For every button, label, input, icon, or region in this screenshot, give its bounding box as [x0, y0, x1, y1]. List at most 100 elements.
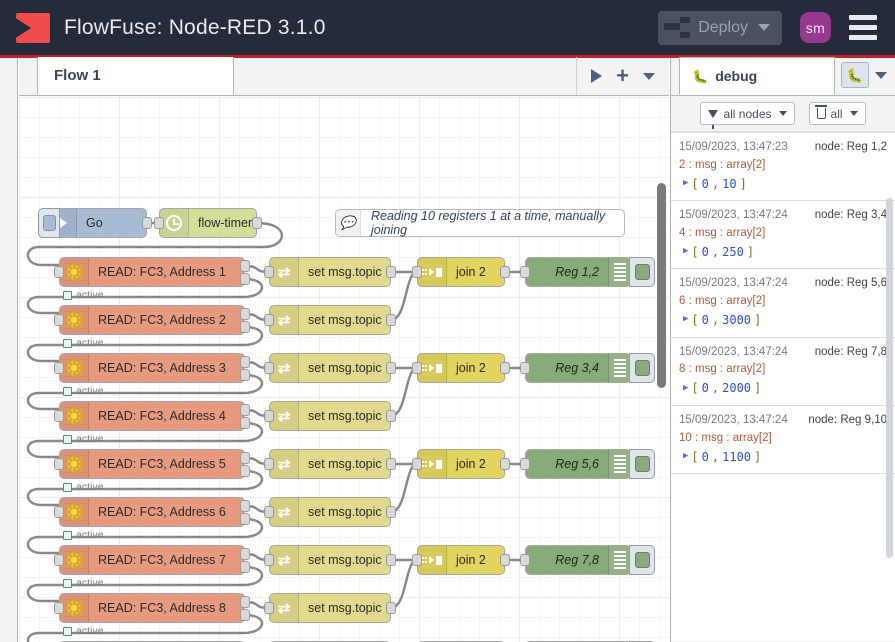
- node-debug-3[interactable]: Reg 5,6: [520, 449, 655, 479]
- input-port[interactable]: [520, 266, 530, 278]
- tab-debug[interactable]: 🐛 debug: [679, 57, 835, 95]
- output-port[interactable]: [240, 273, 250, 285]
- sidebar-scrollbar[interactable]: [886, 198, 893, 558]
- input-port[interactable]: [520, 458, 530, 470]
- output-port[interactable]: [386, 554, 396, 566]
- input-port[interactable]: [264, 602, 274, 614]
- output-port[interactable]: [240, 596, 250, 608]
- debug-toggle-button[interactable]: 🐛: [841, 62, 869, 88]
- output-port[interactable]: [240, 500, 250, 512]
- input-port[interactable]: [54, 602, 64, 614]
- node-change-6[interactable]: ⇄ set msg.topic: [264, 497, 396, 527]
- output-port[interactable]: [240, 452, 250, 464]
- debug-message-value[interactable]: ▶ [ 0, 250 ]: [683, 244, 755, 259]
- node-read-1[interactable]: READ: FC3, Address 1: [54, 257, 250, 287]
- chevron-down-icon[interactable]: [758, 24, 770, 31]
- input-port[interactable]: [264, 314, 274, 326]
- input-port[interactable]: [264, 458, 274, 470]
- debug-enable-toggle[interactable]: [629, 353, 655, 383]
- tab-flow-1[interactable]: Flow 1: [37, 57, 234, 95]
- debug-message-value[interactable]: ▶ [ 0, 1100 ]: [683, 449, 762, 464]
- input-port[interactable]: [54, 410, 64, 422]
- palette-collapsed[interactable]: [0, 58, 18, 642]
- output-port[interactable]: [386, 410, 396, 422]
- input-port[interactable]: [412, 362, 422, 374]
- output-port[interactable]: [500, 458, 510, 470]
- input-port[interactable]: [264, 554, 274, 566]
- output-port[interactable]: [386, 362, 396, 374]
- input-port[interactable]: [520, 554, 530, 566]
- output-port[interactable]: [500, 362, 510, 374]
- input-port[interactable]: [264, 266, 274, 278]
- output-port[interactable]: [386, 458, 396, 470]
- node-comment[interactable]: 💬 Reading 10 registers 1 at a time, manu…: [335, 209, 625, 237]
- node-change-1[interactable]: ⇄ set msg.topic: [264, 257, 396, 287]
- node-join-3[interactable]: join 2: [412, 449, 510, 479]
- expand-arrow-icon[interactable]: ▶: [683, 450, 689, 461]
- output-port[interactable]: [500, 554, 510, 566]
- debug-message-value[interactable]: ▶ [ 0, 10 ]: [683, 176, 747, 191]
- main-menu-button[interactable]: [849, 15, 877, 40]
- debug-enable-toggle[interactable]: [629, 257, 655, 287]
- output-port[interactable]: [240, 356, 250, 368]
- output-port[interactable]: [386, 506, 396, 518]
- input-port[interactable]: [412, 458, 422, 470]
- output-port[interactable]: [240, 369, 250, 381]
- output-port[interactable]: [240, 465, 250, 477]
- chevron-down-icon[interactable]: [875, 71, 887, 79]
- expand-arrow-icon[interactable]: ▶: [683, 246, 689, 257]
- output-port[interactable]: [386, 314, 396, 326]
- node-read-3[interactable]: READ: FC3, Address 3: [54, 353, 250, 383]
- expand-arrow-icon[interactable]: ▶: [683, 314, 689, 325]
- debug-message-value[interactable]: ▶ [ 0, 3000 ]: [683, 313, 762, 328]
- node-join-1[interactable]: join 2: [412, 257, 510, 287]
- flow-canvas[interactable]: Go flow-timer 💬 Reading 10 registers 1 a…: [19, 97, 669, 642]
- expand-arrow-icon[interactable]: ▶: [683, 177, 689, 188]
- node-inject-go[interactable]: Go: [38, 208, 152, 238]
- debug-message[interactable]: 15/09/2023, 13:47:23 node: Reg 1,2 2 : m…: [671, 133, 895, 202]
- input-port[interactable]: [54, 362, 64, 374]
- node-change-4[interactable]: ⇄ set msg.topic: [264, 401, 396, 431]
- play-icon[interactable]: [591, 69, 603, 83]
- node-debug-4[interactable]: Reg 7,8: [520, 545, 655, 575]
- input-port[interactable]: [54, 266, 64, 278]
- output-port[interactable]: [142, 217, 152, 229]
- debug-enable-toggle[interactable]: [629, 449, 655, 479]
- output-port[interactable]: [500, 266, 510, 278]
- node-change-3[interactable]: ⇄ set msg.topic: [264, 353, 396, 383]
- input-port[interactable]: [264, 362, 274, 374]
- debug-message-list[interactable]: 15/09/2023, 13:47:23 node: Reg 1,2 2 : m…: [671, 132, 895, 641]
- input-port[interactable]: [412, 266, 422, 278]
- node-debug-2[interactable]: Reg 3,4: [520, 353, 655, 383]
- input-port[interactable]: [412, 554, 422, 566]
- node-read-7[interactable]: READ: FC3, Address 7: [54, 545, 250, 575]
- expand-arrow-icon[interactable]: ▶: [683, 382, 689, 393]
- output-port[interactable]: [240, 513, 250, 525]
- debug-message[interactable]: 15/09/2023, 13:47:24 node: Reg 9,10 10 :…: [671, 406, 895, 475]
- node-read-5[interactable]: READ: FC3, Address 5: [54, 449, 250, 479]
- clear-messages-select[interactable]: all: [808, 102, 866, 125]
- input-port[interactable]: [54, 554, 64, 566]
- node-change-7[interactable]: ⇄ set msg.topic: [264, 545, 396, 575]
- node-read-4[interactable]: READ: FC3, Address 4: [54, 401, 250, 431]
- node-flow-timer-start[interactable]: flow-timer: [154, 208, 262, 238]
- output-port[interactable]: [386, 266, 396, 278]
- debug-message[interactable]: 15/09/2023, 13:47:24 node: Reg 7,8 8 : m…: [671, 338, 895, 406]
- filter-nodes-select[interactable]: all nodes: [700, 102, 795, 129]
- input-port[interactable]: [54, 458, 64, 470]
- node-join-2[interactable]: join 2: [412, 353, 510, 383]
- output-port[interactable]: [240, 321, 250, 333]
- input-port[interactable]: [264, 506, 274, 518]
- output-port[interactable]: [240, 561, 250, 573]
- node-join-4[interactable]: join 2: [412, 545, 510, 575]
- plus-icon[interactable]: +: [616, 63, 629, 88]
- output-port[interactable]: [240, 404, 250, 416]
- debug-message[interactable]: 15/09/2023, 13:47:24 node: Reg 3,4 4 : m…: [671, 201, 895, 270]
- debug-message-value[interactable]: ▶ [ 0, 2000 ]: [683, 381, 762, 396]
- deploy-button[interactable]: Deploy: [658, 10, 782, 45]
- output-port[interactable]: [240, 260, 250, 272]
- node-read-6[interactable]: READ: FC3, Address 6: [54, 497, 250, 527]
- input-port[interactable]: [54, 314, 64, 326]
- input-port[interactable]: [520, 362, 530, 374]
- node-read-2[interactable]: READ: FC3, Address 2: [54, 305, 250, 335]
